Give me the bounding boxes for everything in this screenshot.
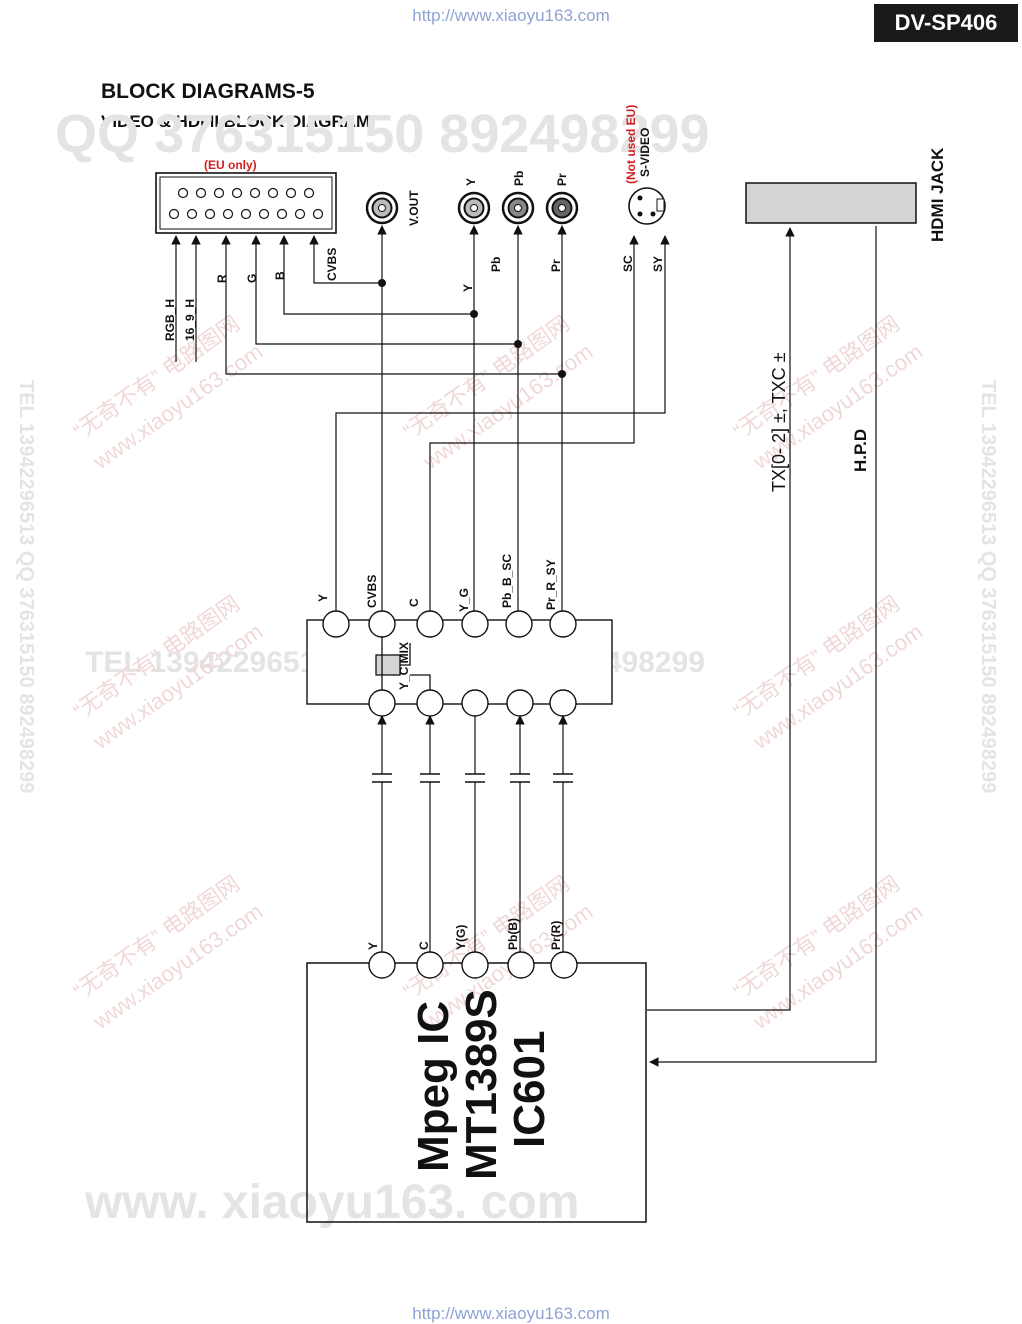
filter-pin-pr-r-sy: Pr_R_SY — [544, 559, 558, 610]
yc-mix — [375, 637, 431, 690]
watermark-qq: QQ 376315150 892498299 — [55, 104, 710, 164]
filter-pin-y: Y — [316, 594, 330, 602]
filter-pin-cvbs: CVBS — [365, 575, 379, 608]
sc-label: SC — [621, 255, 635, 272]
svideo-note: (Not used EU) — [624, 105, 638, 184]
model-badge: DV-SP406 — [874, 4, 1018, 42]
rca-jacks — [365, 191, 579, 225]
coupling-capacitors — [372, 773, 573, 783]
filter-pin-y-g: Y_G — [457, 588, 471, 612]
page-title: BLOCK DIAGRAMS-5 — [101, 80, 315, 103]
hdmi-hpd-label: H.P.D — [851, 429, 870, 472]
filter-bottom-pins — [368, 689, 577, 717]
watermark-side-left: TEL 13942296513 QQ 376315150 892498299 — [15, 380, 37, 793]
filter-pin-pb-b-sc: Pb_B_SC — [500, 554, 514, 608]
header-url[interactable]: http://www.xiaoyu163.com — [412, 6, 610, 25]
pin-rgb-h: RGB_H — [163, 299, 177, 341]
pin-g: G — [245, 274, 259, 283]
mpeg-ic-name: Mpeg IC — [409, 1001, 458, 1172]
hdmi-tx-label: TX[0- 2] ±, TXC ± — [769, 352, 789, 492]
jack-y-label: Y — [464, 178, 478, 186]
watermark-side-right: TEL 13942296513 QQ 376315150 892498299 — [977, 380, 999, 793]
pin-r: R — [215, 274, 229, 283]
watermark-site: www. xiaoyu163. com — [84, 1176, 579, 1229]
mpeg-pin-c: C — [417, 941, 431, 950]
yc-mix-label: Y_C MIX — [397, 642, 411, 690]
jack-pr-label: Pr — [555, 173, 569, 186]
wire-y-label: Y — [461, 284, 475, 292]
mpeg-pin-pr-r: Pr(R) — [549, 921, 563, 950]
scart-connector: (EU only) — [155, 158, 337, 234]
pin-16-9-h: 16_9_H — [183, 299, 197, 341]
mpeg-pin-pb-b: Pb(B) — [506, 918, 520, 950]
mpeg-ic-ref: IC601 — [505, 1031, 554, 1148]
pin-b: B — [273, 271, 287, 280]
wire-pr-label: Pr — [549, 259, 563, 272]
jack-pb-label: Pb — [512, 171, 526, 186]
footer-url[interactable]: http://www.xiaoyu163.com — [412, 1304, 610, 1323]
mpeg-ic-part: MT1389S — [457, 989, 506, 1180]
hdmi-jack-label: HDMI JACK — [928, 147, 947, 242]
hdmi-jack — [745, 182, 917, 224]
sy-label: SY — [651, 256, 665, 272]
jack-vout-label: V.OUT — [407, 190, 421, 226]
mpeg-pins — [368, 951, 578, 979]
wire-pb-label: Pb — [489, 257, 503, 272]
svideo-connector — [628, 187, 666, 225]
pin-cvbs: CVBS — [325, 248, 339, 281]
filter-top-pins — [322, 610, 577, 638]
mpeg-pin-y: Y — [366, 942, 380, 950]
mpeg-pin-y-g: Y(G) — [454, 925, 468, 950]
page-subtitle: VIDEO & HDMI BLOCK DIAGRAM — [101, 112, 371, 131]
filter-pin-c: C — [407, 598, 421, 607]
scart-note: (EU only) — [204, 158, 257, 172]
svideo-label: S-VIDEO — [638, 128, 652, 177]
